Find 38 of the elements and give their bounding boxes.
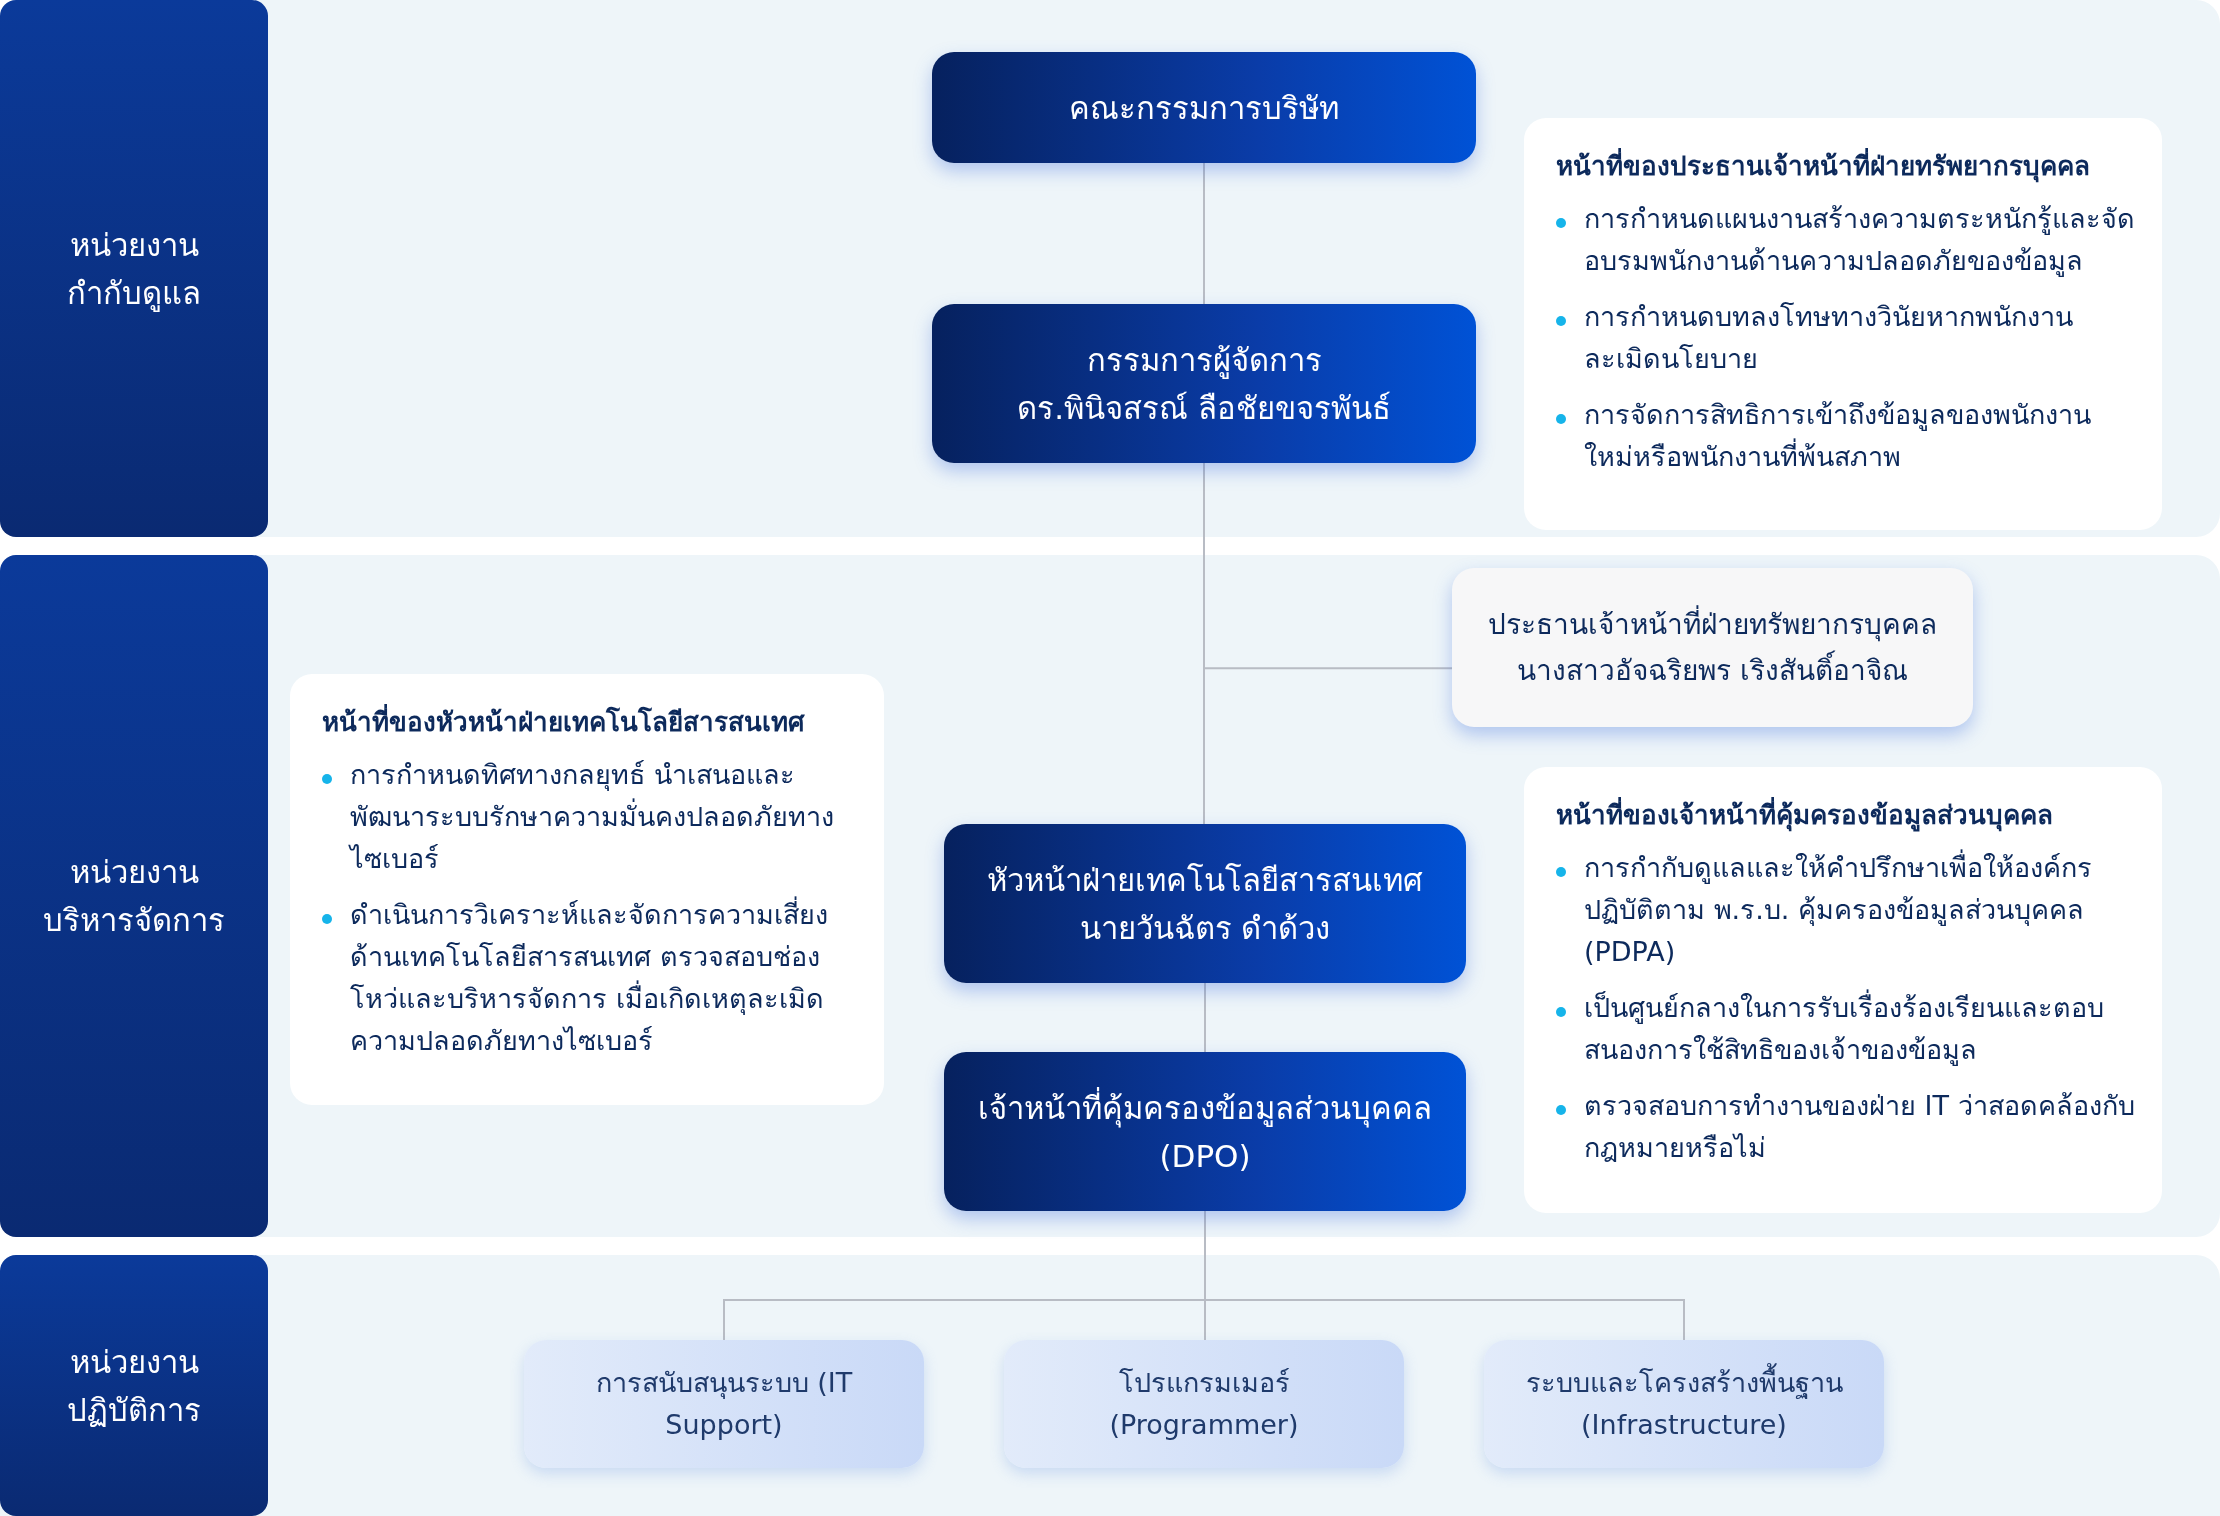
card-heading: หน้าที่ของหัวหน้าฝ่ายเทคโนโลยีสารสนเทศ	[322, 704, 860, 740]
card-heading: หน้าที่ของเจ้าหน้าที่คุ้มครองข้อมูลส่วนบุคคล	[1556, 797, 2138, 833]
position-title: กรรมการผู้จัดการ	[1086, 340, 1322, 381]
bullet-text: การกำหนดทิศทางกลยุทธ์ นำเสนอและพัฒนาระบบรักษาความมั่นคงปลอดภัยทางไซเบอร์	[350, 758, 835, 876]
position-box	[932, 304, 1476, 463]
bullet-text: เป็นศูนย์กลางในการรับเรื่องร้องเรียนและตอบสนองการใช้สิทธิของเจ้าของข้อมูล	[1584, 987, 2138, 1071]
bullet-text: การจัดการสิทธิการเข้าถึงข้อมูลของพนักงานใหม่หรือพนักงานที่พ้นสภาพ	[1584, 398, 2092, 474]
team-box: การสนับสนุนระบบ (IT Support)	[524, 1340, 924, 1468]
position-title: เจ้าหน้าที่คุ้มครองข้อมูลส่วนบุคคล (DPO)	[977, 1086, 1433, 1176]
position-box	[944, 824, 1466, 983]
connector-line	[1203, 162, 1205, 305]
team-box: โปรแกรมเมอร์ (Programmer)	[1004, 1340, 1404, 1468]
person-name: นายวันฉัตร ดำด้วง	[1079, 908, 1331, 948]
connector-line	[1204, 982, 1206, 1053]
position-title: ประธานเจ้าหน้าที่ฝ่ายทรัพยากรบุคคล	[1488, 604, 1937, 644]
person-name: นางสาวอัจฉริยพร เริงสันติ์อาจิณ	[1517, 647, 1908, 694]
bullet-text: การกำหนดบทลงโทษทางวินัยหากพนักงานละเมิดนโยบาย	[1584, 300, 2074, 376]
duty-card	[1524, 118, 2162, 530]
band	[0, 555, 2220, 1237]
bullet-text: การกำกับดูแลและให้คำปรึกษาเพื่อให้องค์กรปฏิบัติตาม พ.ร.บ. คุ้มครองข้อมูลส่วนบุคคล (PDPA)	[1584, 847, 2138, 973]
duty-card	[1524, 767, 2162, 1213]
position-box	[1452, 568, 1973, 727]
side-label: หน่วยงานกำกับดูแล	[0, 0, 268, 537]
card-heading: หน้าที่ของประธานเจ้าหน้าที่ฝ่ายทรัพยากรบุคคล	[1556, 148, 2138, 184]
team-box: ระบบและโครงสร้างพื้นฐาน (Infrastructure)	[1484, 1340, 1884, 1468]
side-label: หน่วยงานบริหารจัดการ	[0, 555, 268, 1237]
bullet-text: การกำหนดแผนงานสร้างความตระหนักรู้และจัดอบรมพนักงานด้านความปลอดภัยของข้อมูล	[1584, 202, 2136, 279]
position-title: คณะกรรมการบริษัท	[1069, 88, 1339, 128]
position-box	[932, 52, 1476, 163]
band	[0, 0, 2220, 537]
side-label: หน่วยงานปฏิบัติการ	[0, 1255, 268, 1516]
duty-card	[290, 674, 884, 1105]
position-box	[944, 1052, 1466, 1211]
band	[0, 1255, 2220, 1516]
position-title: หัวหน้าฝ่ายเทคโนโลยีสารสนเทศ	[987, 860, 1423, 900]
bullet-text: ดำเนินการวิเคราะห์และจัดการความเสี่ยงด้านเทคโนโลยีสารสนเทศ ตรวจสอบช่องโหว่และบริหารจัดการ เมื่อเกิดเหตุละเมิดความปลอดภัยทางไซเบอร์	[350, 894, 860, 1062]
bullet-text: ตรวจสอบการทำงานของฝ่าย IT ว่าสอดคล้องกับกฎหมายหรือไม่	[1584, 1089, 2136, 1165]
person-name: ดร.พินิจสรณ์ ลือชัยขจรพันธ์	[1017, 388, 1391, 428]
